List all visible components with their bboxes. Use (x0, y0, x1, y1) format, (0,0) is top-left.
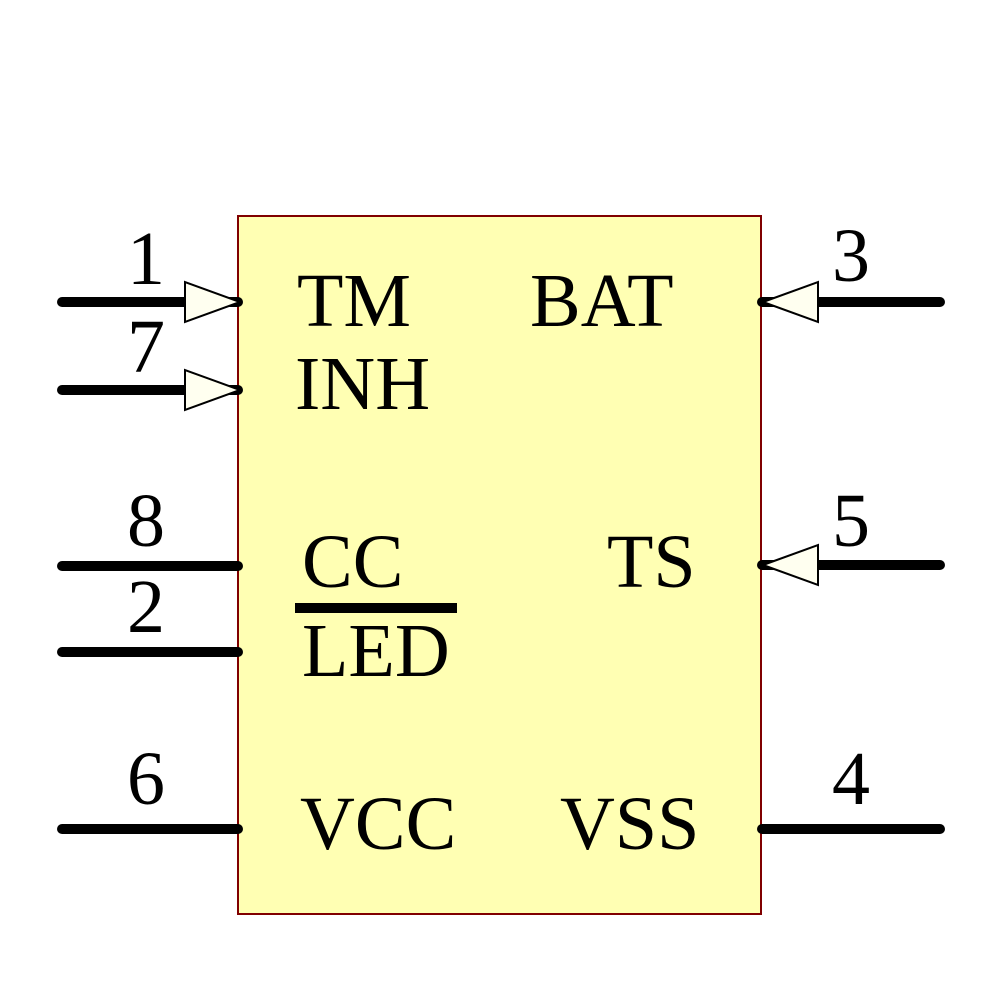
input-arrow-icon (184, 368, 243, 412)
pin-line-6 (57, 824, 243, 834)
pin-number-1: 1 (127, 217, 165, 301)
pin-line-4 (757, 824, 945, 834)
pin-number-7: 7 (127, 305, 165, 389)
pin-label-inh: INH (295, 342, 431, 426)
pin-label-led: LED (302, 609, 450, 693)
pin-number-5: 5 (832, 479, 870, 563)
input-arrow-icon (760, 543, 819, 587)
pin-number-4: 4 (832, 737, 870, 821)
pin-line-8 (57, 561, 243, 571)
led-overline (295, 603, 457, 613)
pin-line-7 (57, 385, 243, 395)
input-arrow-icon (760, 280, 819, 324)
pin-label-bat: BAT (530, 259, 674, 343)
pin-line-5 (757, 560, 945, 570)
pin-number-8: 8 (127, 479, 165, 563)
pin-line-1 (57, 297, 243, 307)
ic-body (237, 215, 762, 915)
pin-label-vss: VSS (560, 782, 700, 866)
pin-number-6: 6 (127, 737, 165, 821)
pin-label-vcc: VCC (300, 782, 457, 866)
pin-label-tm: TM (297, 259, 411, 343)
pin-line-3 (757, 297, 945, 307)
pin-label-cc: CC (302, 520, 404, 604)
pin-number-2: 2 (127, 565, 165, 649)
pin-label-ts: TS (607, 520, 696, 604)
pin-line-2 (57, 647, 243, 657)
input-arrow-icon (184, 280, 243, 324)
pin-number-3: 3 (832, 214, 870, 298)
